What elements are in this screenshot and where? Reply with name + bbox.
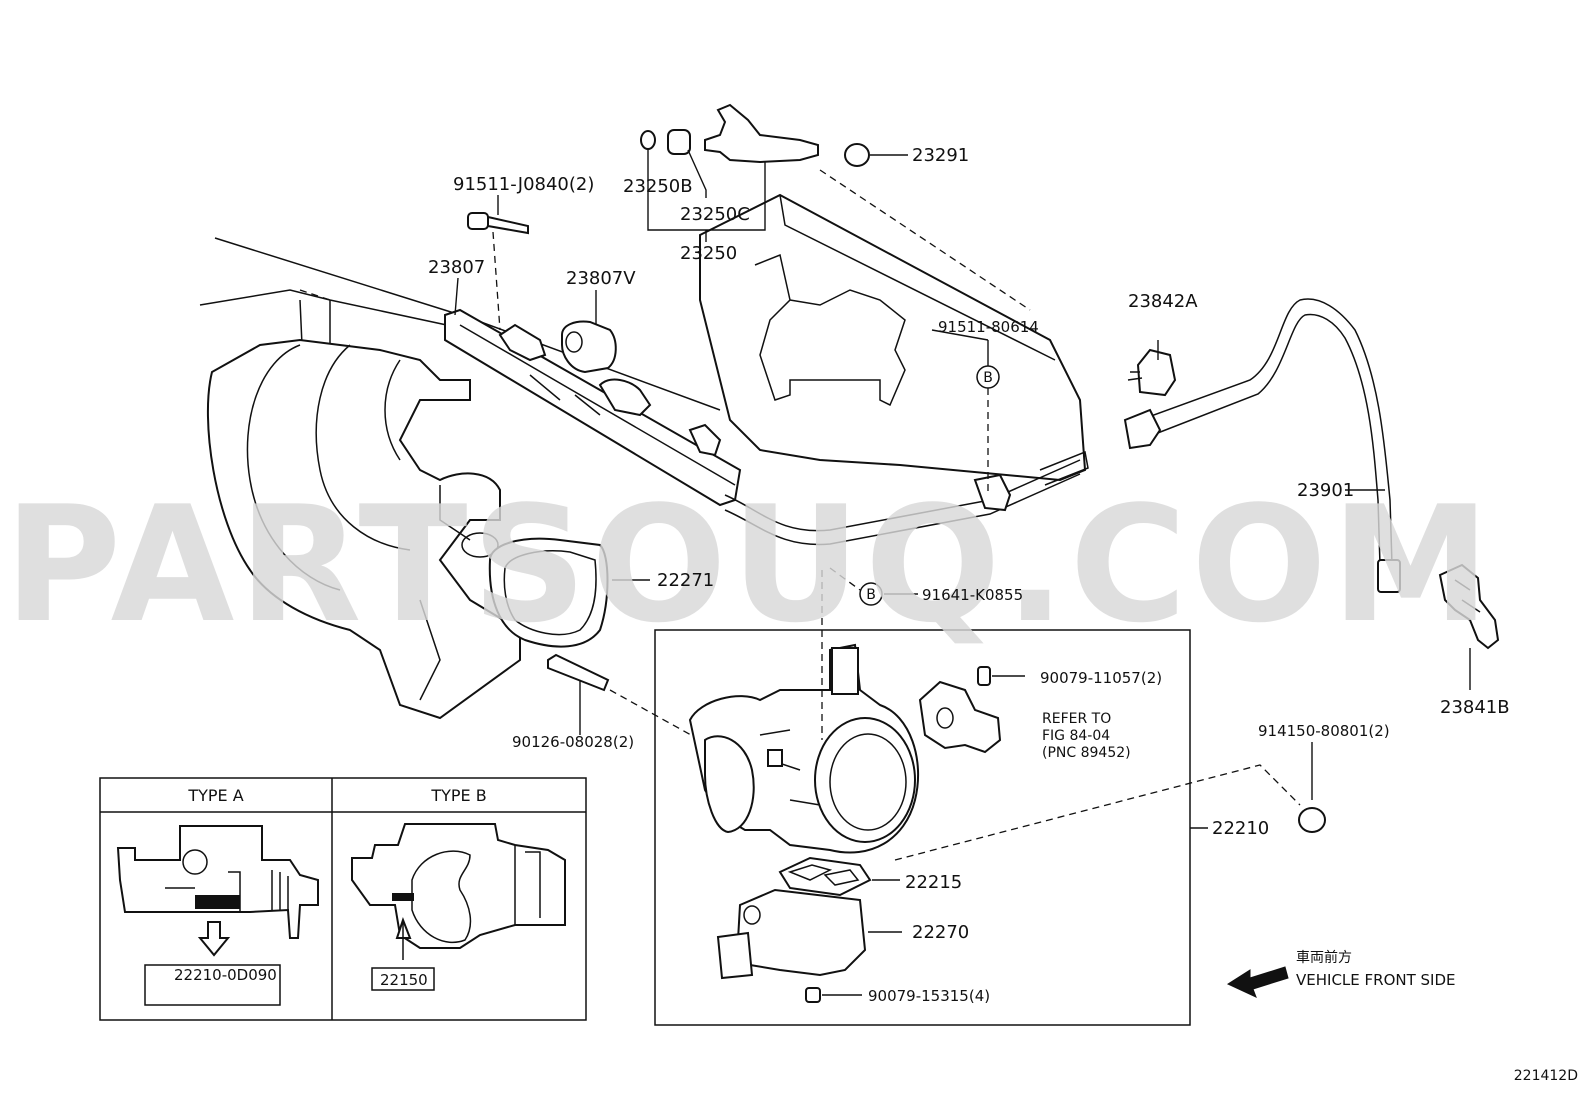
nut-914150-80801 — [894, 742, 1326, 861]
type-a-part-number: 22210-0D090 — [174, 966, 277, 984]
screw-90079-15315 — [805, 987, 862, 1003]
throttle-body — [688, 643, 920, 854]
callout-23841b: 23841B — [1440, 697, 1510, 718]
reference-marker-b-lower-label: B — [866, 587, 876, 603]
callout-91641-k0855: 91641-K0855 — [922, 586, 1023, 604]
callout-914150-80801: 914150-80801(2) — [1258, 722, 1390, 740]
type-b-part-number: 22150 — [380, 971, 428, 989]
type-b-drawing: 22150 — [351, 823, 566, 991]
reference-marker-b-upper-label: B — [983, 370, 993, 386]
bolt-91511-j0840 — [467, 212, 529, 331]
front-arrow-icon — [1226, 966, 1289, 998]
callout-23291: 23291 — [912, 145, 969, 166]
callout-22271: 22271 — [657, 570, 714, 591]
type-a-header: TYPE A — [187, 786, 243, 805]
refer-note: REFER TO FIG 84-04 (PNC 89452) — [1042, 711, 1131, 761]
type-table: TYPE A TYPE B 22210-0D090 22150 — [99, 777, 587, 1021]
callout-23250: 23250 — [680, 243, 737, 264]
throttle-position-sensor — [918, 680, 1002, 754]
refer-note-line2: FIG 84-04 — [1042, 728, 1110, 744]
callout-91511-j0840: 91511-J0840(2) — [453, 174, 594, 195]
reference-marker-b-upper: B — [976, 365, 1000, 389]
intake-manifold — [206, 338, 521, 720]
callout-23807: 23807 — [428, 257, 485, 278]
callout-91511-80614: 91511-80614 — [938, 318, 1039, 336]
stud-90126-08028 — [547, 653, 701, 741]
callout-90079-15315: 90079-15315(4) — [868, 987, 990, 1005]
callout-23250b: 23250B — [623, 176, 693, 197]
diagram-code: 221412D — [1514, 1068, 1578, 1084]
callout-22215: 22215 — [905, 872, 962, 893]
isc-valve — [716, 856, 902, 980]
injector-group — [640, 103, 1031, 311]
callout-23842a: 23842A — [1128, 291, 1198, 312]
refer-note-line1: REFER TO — [1042, 711, 1111, 727]
cylinder-head-cover — [699, 193, 1087, 482]
callout-90126-08028: 90126-08028(2) — [512, 733, 634, 751]
watermark: PARTSOUQ.COM — [4, 471, 1494, 658]
callout-90079-11057: 90079-11057(2) — [1040, 669, 1162, 687]
fuel-tube — [724, 450, 1089, 546]
clip-23841b — [1438, 563, 1500, 650]
reference-marker-b-lower: B — [859, 582, 883, 606]
insulator-23807v — [561, 320, 617, 374]
fuel-hose-23901 — [1123, 298, 1401, 593]
callout-22270: 22270 — [912, 922, 969, 943]
callout-23250c: 23250C — [680, 204, 750, 225]
callout-23901: 23901 — [1297, 480, 1354, 501]
dash-to-b-marker — [829, 567, 861, 591]
type-a-drawing: 22210-0D090 — [116, 825, 319, 1006]
vehicle-front-indicator: 車両前方 VEHICLE FRONT SIDE — [1226, 949, 1456, 998]
type-b-header: TYPE B — [430, 786, 486, 805]
callout-23807v: 23807V — [566, 268, 636, 289]
screw-90079-11057 — [977, 666, 1025, 686]
gasket-22271 — [488, 537, 650, 648]
vehicle-front-english: VEHICLE FRONT SIDE — [1296, 971, 1456, 989]
refer-note-line3: (PNC 89452) — [1042, 745, 1131, 761]
vehicle-front-japanese: 車両前方 — [1296, 949, 1352, 966]
callout-22210: 22210 — [1212, 818, 1269, 839]
clip-23842a — [1127, 348, 1177, 397]
callout-labels: 91511-J0840(2) 23250B 23250C 23250 23291… — [428, 145, 1510, 1005]
